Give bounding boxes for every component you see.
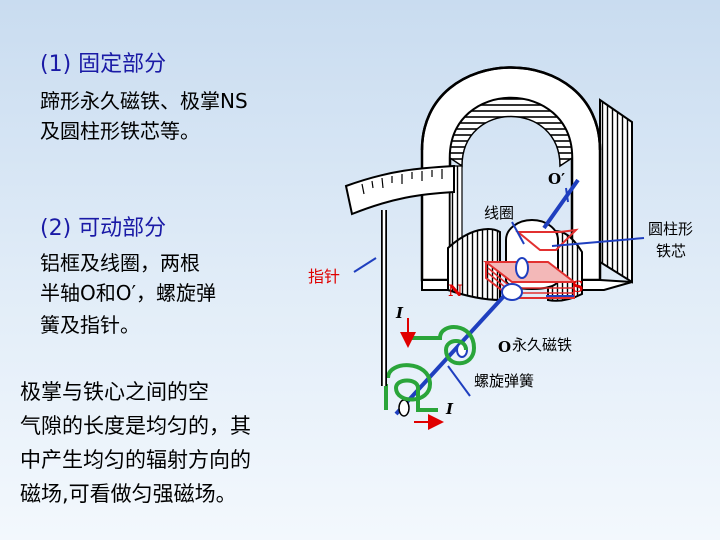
label-core: 圆柱形: [648, 220, 693, 238]
spiral-springs: [384, 325, 477, 412]
section1-line1: 蹄形永久磁铁、极掌NS: [40, 89, 248, 113]
label-o-prime: O′: [548, 170, 565, 188]
leader-lines: [353, 187, 645, 397]
label-current-bottom: I: [445, 400, 454, 418]
paragraph-line4: 磁场,可看做匀强磁场。: [20, 482, 237, 506]
label-coil: 线圈: [484, 204, 514, 222]
label-south: S: [572, 277, 584, 296]
label-north: N: [448, 281, 463, 300]
section1-heading: (1) 固定部分: [40, 52, 167, 77]
paragraph-line3: 中产生均匀的辐射方向的: [20, 448, 251, 472]
axle: [394, 178, 580, 417]
label-current-top: I: [395, 304, 404, 322]
label-core2: 铁芯: [656, 242, 686, 260]
paragraph-line1: 极掌与铁心之间的空: [20, 380, 209, 404]
section1-line2: 及圆柱形铁芯等。: [40, 119, 200, 143]
section2-line3: 簧及指针。: [40, 313, 140, 337]
section2-line2: 半轴O和O′，螺旋弹: [40, 281, 217, 305]
label-spring: 螺旋弹簧: [474, 372, 534, 390]
label-o: O: [498, 338, 511, 356]
label-magnet: 永久磁铁: [512, 336, 572, 354]
section2-heading: (2) 可动部分: [40, 216, 167, 241]
label-pointer: 指针: [308, 267, 340, 286]
pointer-and-scale: [344, 164, 455, 386]
current-arrows: [400, 318, 444, 430]
section2-line1: 铝框及线圈，两根: [40, 251, 200, 275]
paragraph-line2: 气隙的长度是均匀的，其: [20, 414, 251, 438]
